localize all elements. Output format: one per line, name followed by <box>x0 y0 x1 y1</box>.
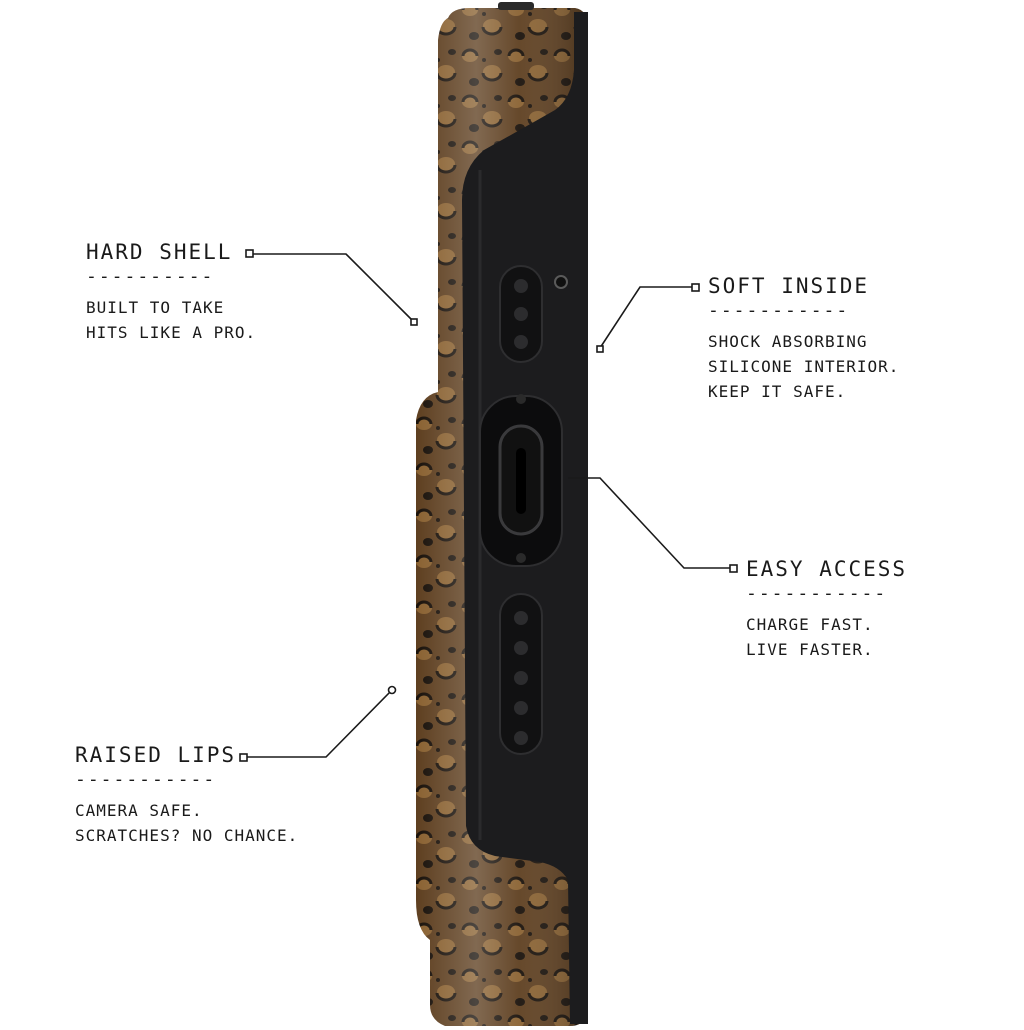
description-line: HITS LIKE A PRO. <box>86 323 257 342</box>
callout-title: EASY ACCESS <box>746 557 908 581</box>
leader-lines <box>244 253 731 758</box>
callout-description: CHARGE FAST. LIVE FASTER. <box>746 612 907 662</box>
callout-description: BUILT TO TAKE HITS LIKE A PRO. <box>86 295 256 345</box>
leader-markers <box>239 249 738 762</box>
description-line: CHARGE FAST. <box>746 615 874 634</box>
description-line: BUILT TO TAKE <box>86 298 225 317</box>
callout-title: HARD SHELL <box>86 240 233 264</box>
callout-raised-lips: RAISED LIPS ----------- CAMERA SAFE. SCR… <box>75 743 298 848</box>
callout-description: SHOCK ABSORBING SILICONE INTERIOR. KEEP … <box>708 329 899 404</box>
callout-rule: ----------- <box>746 583 888 604</box>
callout-rule: ----------- <box>708 300 850 321</box>
description-line: SCRATCHES? NO CHANCE. <box>75 826 299 845</box>
callout-title: RAISED LIPS <box>75 743 237 767</box>
callout-easy-access: EASY ACCESS ----------- CHARGE FAST. LIV… <box>746 557 907 662</box>
description-line: SILICONE INTERIOR. <box>708 357 900 376</box>
description-line: LIVE FASTER. <box>746 640 874 659</box>
callout-rule: ----------- <box>75 769 217 790</box>
callout-soft-inside: SOFT INSIDE ----------- SHOCK ABSORBING … <box>708 274 899 404</box>
description-line: CAMERA SAFE. <box>75 801 203 820</box>
description-line: SHOCK ABSORBING <box>708 332 868 351</box>
callout-description: CAMERA SAFE. SCRATCHES? NO CHANCE. <box>75 798 298 848</box>
microphone-hole <box>554 275 568 289</box>
callout-title: SOFT INSIDE <box>708 274 870 298</box>
callout-hard-shell: HARD SHELL ---------- BUILT TO TAKE HITS… <box>86 240 256 345</box>
callout-rule: ---------- <box>86 266 215 287</box>
description-line: KEEP IT SAFE. <box>708 382 847 401</box>
